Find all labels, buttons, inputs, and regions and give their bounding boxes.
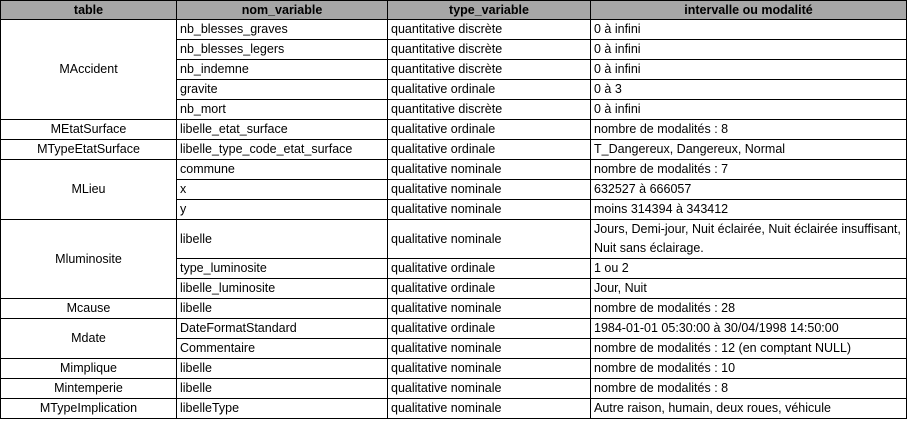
nom-variable-cell: type_luminosite bbox=[176, 258, 388, 279]
type-variable-cell: qualitative ordinale bbox=[387, 258, 591, 279]
nom-variable-cell: nb_mort bbox=[176, 99, 388, 120]
intervalle-cell: 0 à infini bbox=[590, 59, 907, 80]
intervalle-cell: moins 314394 à 343412 bbox=[590, 199, 907, 220]
type-variable-cell: quantitative discrète bbox=[387, 59, 591, 80]
table-name-cell: Mintemperie bbox=[0, 378, 177, 399]
table-name-cell: MEtatSurface bbox=[0, 119, 177, 140]
intervalle-cell: Jours, Demi-jour, Nuit éclairée, Nuit éc… bbox=[590, 219, 907, 259]
type-variable-cell: quantitative discrète bbox=[387, 99, 591, 120]
intervalle-cell: 0 à infini bbox=[590, 39, 907, 60]
nom-variable-cell: nb_blesses_graves bbox=[176, 19, 388, 40]
type-variable-cell: quantitative discrète bbox=[387, 39, 591, 60]
intervalle-cell: nombre de modalités : 8 bbox=[590, 378, 907, 399]
table-name-cell: MLieu bbox=[0, 159, 177, 220]
type-variable-cell: qualitative nominale bbox=[387, 338, 591, 359]
nom-variable-cell: x bbox=[176, 179, 388, 200]
nom-variable-cell: libelle_type_code_etat_surface bbox=[176, 139, 388, 160]
intervalle-cell: nombre de modalités : 12 (en comptant NU… bbox=[590, 338, 907, 359]
nom-variable-cell: libelle_luminosite bbox=[176, 278, 388, 299]
intervalle-cell: nombre de modalités : 8 bbox=[590, 119, 907, 140]
nom-variable-cell: gravite bbox=[176, 79, 388, 100]
type-variable-cell: qualitative ordinale bbox=[387, 119, 591, 140]
intervalle-cell: 0 à infini bbox=[590, 19, 907, 40]
intervalle-cell: nombre de modalités : 10 bbox=[590, 358, 907, 379]
type-variable-cell: qualitative ordinale bbox=[387, 139, 591, 160]
type-variable-cell: quantitative discrète bbox=[387, 19, 591, 40]
intervalle-cell: Autre raison, humain, deux roues, véhicu… bbox=[590, 398, 907, 419]
type-variable-cell: qualitative nominale bbox=[387, 179, 591, 200]
type-variable-cell: qualitative nominale bbox=[387, 358, 591, 379]
type-variable-cell: qualitative ordinale bbox=[387, 79, 591, 100]
nom-variable-cell: libelle bbox=[176, 219, 388, 259]
nom-variable-cell: libelle bbox=[176, 358, 388, 379]
header-type-variable: type_variable bbox=[387, 0, 591, 20]
table-name-cell: Mluminosite bbox=[0, 219, 177, 299]
nom-variable-cell: DateFormatStandard bbox=[176, 318, 388, 339]
intervalle-cell: 1984-01-01 05:30:00 à 30/04/1998 14:50:0… bbox=[590, 318, 907, 339]
type-variable-cell: qualitative ordinale bbox=[387, 318, 591, 339]
nom-variable-cell: libelle bbox=[176, 298, 388, 319]
intervalle-cell: 632527 à 666057 bbox=[590, 179, 907, 200]
intervalle-cell: 1 ou 2 bbox=[590, 258, 907, 279]
table-name-cell: Mimplique bbox=[0, 358, 177, 379]
nom-variable-cell: Commentaire bbox=[176, 338, 388, 359]
header-nom-variable: nom_variable bbox=[176, 0, 388, 20]
type-variable-cell: qualitative nominale bbox=[387, 219, 591, 259]
type-variable-cell: qualitative nominale bbox=[387, 378, 591, 399]
header-intervalle: intervalle ou modalité bbox=[590, 0, 907, 20]
nom-variable-cell: nb_indemne bbox=[176, 59, 388, 80]
intervalle-cell: Jour, Nuit bbox=[590, 278, 907, 299]
table-name-cell: MAccident bbox=[0, 19, 177, 120]
type-variable-cell: qualitative nominale bbox=[387, 199, 591, 220]
table-name-cell: Mdate bbox=[0, 318, 177, 359]
nom-variable-cell: libelle_etat_surface bbox=[176, 119, 388, 140]
nom-variable-cell: y bbox=[176, 199, 388, 220]
intervalle-cell: T_Dangereux, Dangereux, Normal bbox=[590, 139, 907, 160]
intervalle-cell: 0 à 3 bbox=[590, 79, 907, 100]
type-variable-cell: qualitative nominale bbox=[387, 298, 591, 319]
type-variable-cell: qualitative nominale bbox=[387, 159, 591, 180]
header-table: table bbox=[0, 0, 177, 20]
nom-variable-cell: commune bbox=[176, 159, 388, 180]
intervalle-cell: nombre de modalités : 7 bbox=[590, 159, 907, 180]
nom-variable-cell: nb_blesses_legers bbox=[176, 39, 388, 60]
type-variable-cell: qualitative nominale bbox=[387, 398, 591, 419]
type-variable-cell: qualitative ordinale bbox=[387, 278, 591, 299]
table-name-cell: MTypeEtatSurface bbox=[0, 139, 177, 160]
table-name-cell: MTypeImplication bbox=[0, 398, 177, 419]
intervalle-cell: nombre de modalités : 28 bbox=[590, 298, 907, 319]
nom-variable-cell: libelle bbox=[176, 378, 388, 399]
nom-variable-cell: libelleType bbox=[176, 398, 388, 419]
table-name-cell: Mcause bbox=[0, 298, 177, 319]
intervalle-cell: 0 à infini bbox=[590, 99, 907, 120]
header-row: table nom_variable type_variable interva… bbox=[0, 0, 907, 20]
